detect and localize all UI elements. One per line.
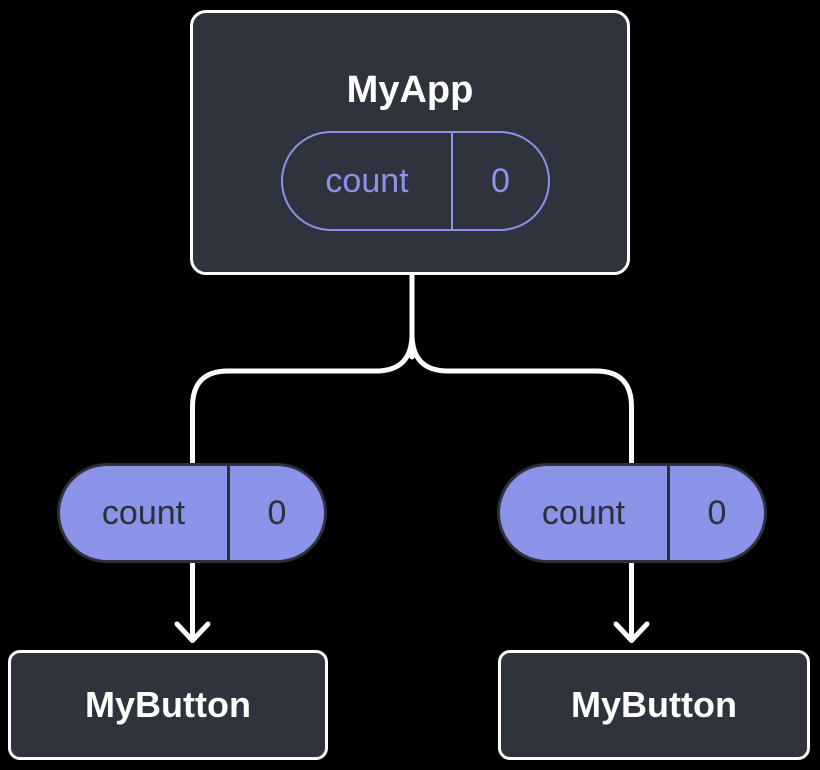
myapp-title: MyApp [346, 69, 474, 111]
prop-pill-right-label: count [541, 493, 626, 532]
mybutton-node-right: MyButton [498, 650, 810, 760]
mybutton-left-title: MyButton [85, 684, 251, 725]
prop-pill-left: count 0 [57, 463, 327, 563]
prop-pill-left-label: count [101, 493, 186, 532]
state-pill-label: count [325, 161, 409, 200]
prop-pill-right: count 0 [497, 463, 767, 563]
prop-pill-right-value: 0 [667, 466, 764, 560]
arrow-head-right-icon [613, 621, 650, 643]
prop-pill-left-value: 0 [227, 466, 324, 560]
arrow-head-left-icon [174, 621, 211, 643]
myapp-node: MyApp count 0 [190, 10, 630, 275]
connector-branch-right [409, 331, 634, 469]
mybutton-node-left: MyButton [8, 650, 328, 760]
connector-branch-left [190, 331, 415, 469]
state-pill-value: 0 [451, 133, 548, 229]
mybutton-right-title: MyButton [571, 684, 737, 725]
myapp-state-pill: count 0 [281, 131, 550, 231]
